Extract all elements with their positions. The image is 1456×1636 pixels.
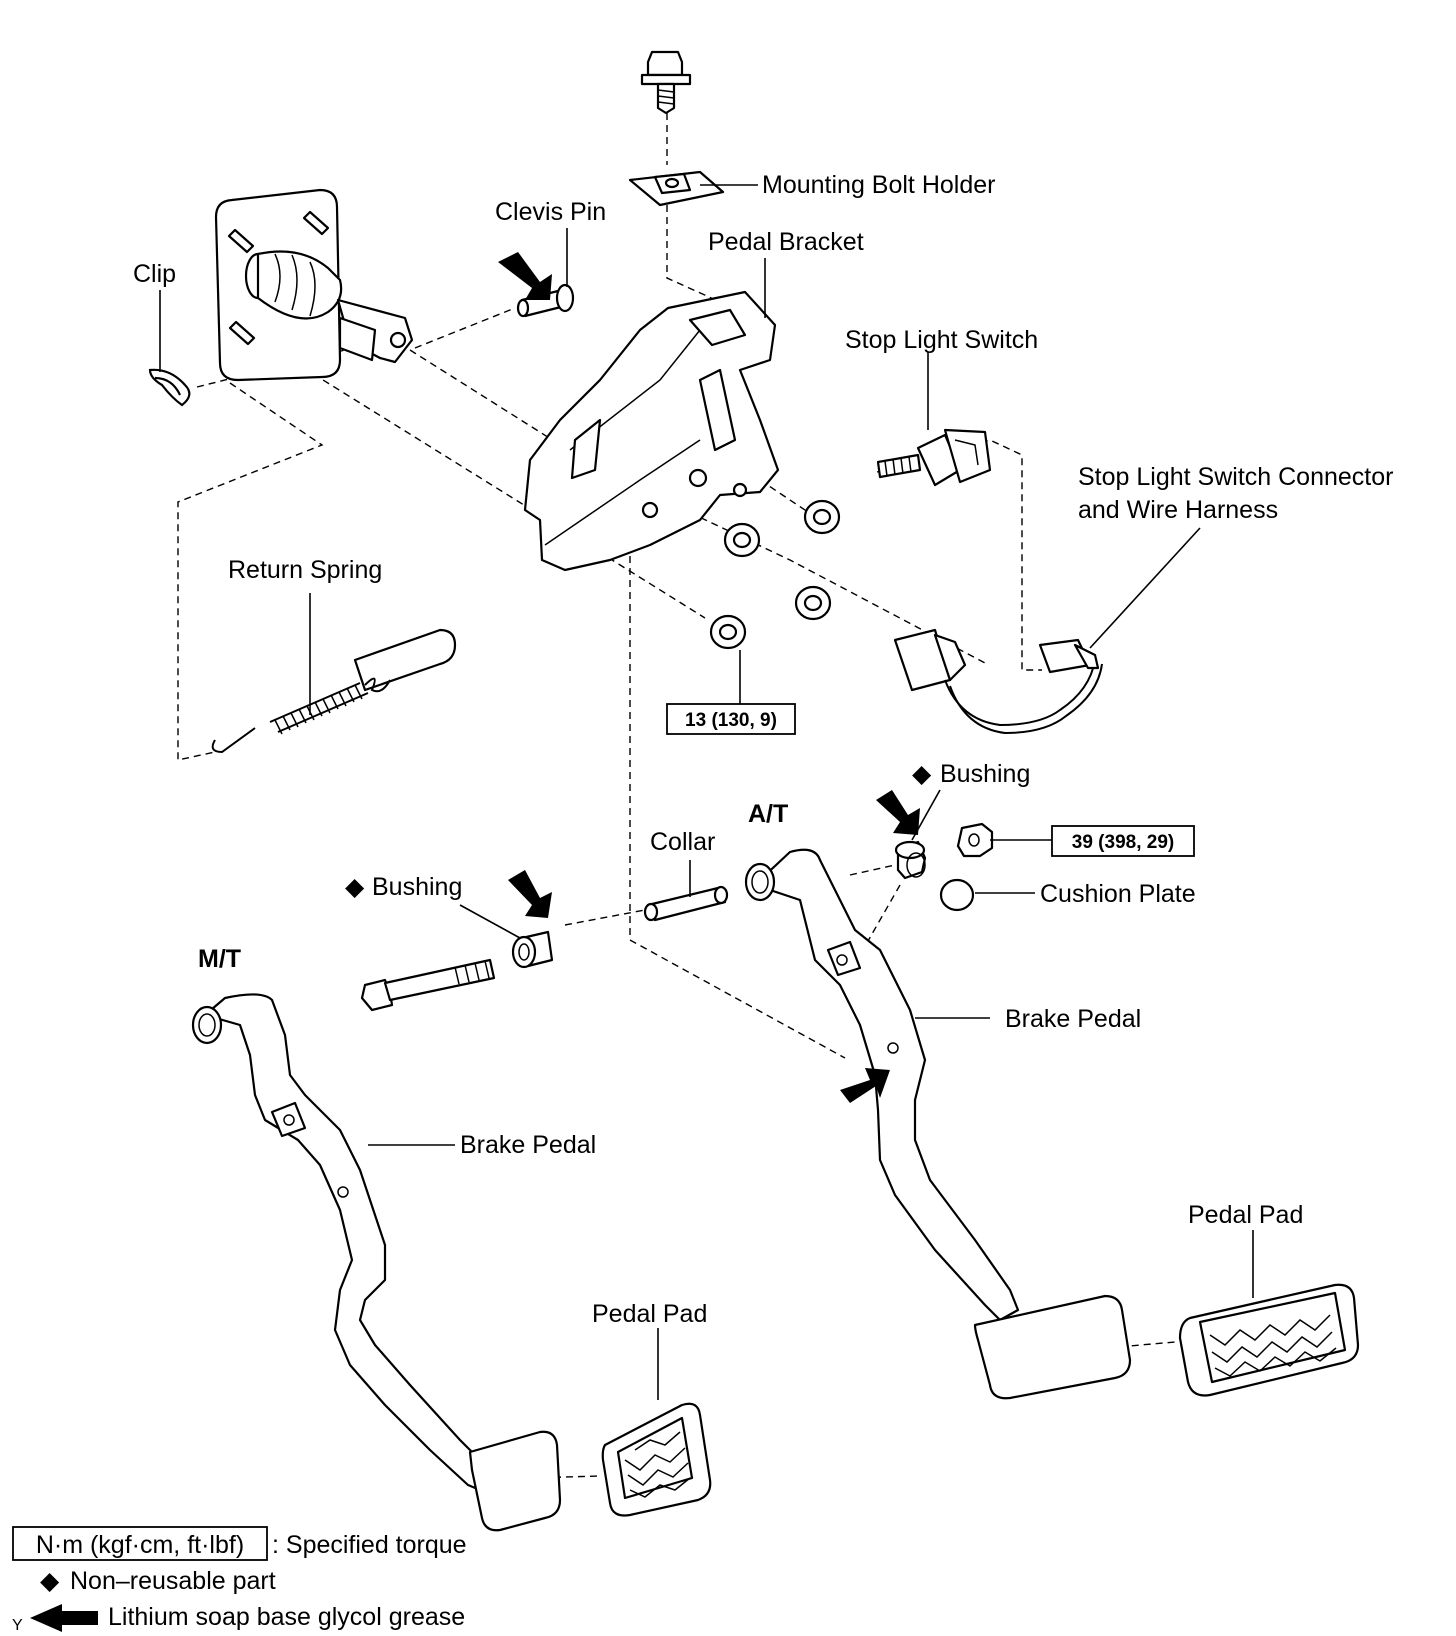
label-collar: Collar bbox=[650, 828, 715, 856]
torque-value: 13 (130, 9) bbox=[685, 710, 777, 731]
grease-arrow-bushing-left bbox=[508, 870, 552, 918]
label-pedal-pad-at: Pedal Pad bbox=[1188, 1201, 1303, 1229]
label-pedal-bracket: Pedal Bracket bbox=[708, 228, 864, 256]
legend-corner-mark: Y bbox=[12, 1617, 23, 1634]
diamond-symbol: ◆ bbox=[345, 873, 365, 901]
legend: N·m (kgf·cm, ft·lbf) : Specified torque … bbox=[12, 1526, 467, 1634]
grease-arrow-pedal-at bbox=[840, 1068, 890, 1103]
legend-torque-text: : Specified torque bbox=[272, 1531, 467, 1559]
label-clevis-pin: Clevis Pin bbox=[495, 198, 606, 226]
label-connector-line1: Stop Light Switch Connector bbox=[1078, 463, 1393, 491]
label-stop-light-switch: Stop Light Switch bbox=[845, 326, 1038, 354]
label-bushing-left: Bushing bbox=[372, 873, 462, 901]
grease-arrow-icon bbox=[30, 1604, 98, 1632]
connector-wire-harness bbox=[893, 628, 1103, 735]
label-mt: M/T bbox=[198, 945, 241, 973]
pivot-bolt bbox=[360, 958, 496, 1012]
return-spring bbox=[211, 628, 457, 754]
nut bbox=[709, 614, 747, 650]
label-brake-pedal-mt: Brake Pedal bbox=[460, 1131, 596, 1159]
brake-pedal-at bbox=[744, 848, 1132, 1400]
torque-value: 39 (398, 29) bbox=[1072, 832, 1174, 853]
label-bushing-right: Bushing bbox=[940, 760, 1030, 788]
mounting-bolt-holder bbox=[628, 170, 725, 207]
brake-pedal-mt bbox=[191, 993, 562, 1532]
pedal-pad-area-at bbox=[973, 1294, 1132, 1400]
torque-spec-bracket: 13 (130, 9) bbox=[666, 703, 796, 735]
pedal-pad-at bbox=[1178, 1283, 1360, 1397]
grease-arrow-clevis bbox=[498, 252, 552, 300]
bracket-nuts bbox=[709, 499, 841, 650]
spring-coil bbox=[269, 682, 369, 735]
grease-arrow-bushing-right bbox=[876, 790, 920, 835]
bushing-left bbox=[511, 930, 554, 969]
label-cushion-plate: Cushion Plate bbox=[1040, 880, 1196, 908]
master-cylinder-flange bbox=[214, 188, 414, 382]
mounting-bolt bbox=[640, 50, 692, 115]
diamond-symbol: ◆ bbox=[912, 760, 932, 788]
clevis-pin bbox=[516, 283, 575, 318]
pedal-pad-mt bbox=[601, 1402, 712, 1517]
clevis bbox=[336, 298, 414, 364]
torque-spec-pedal: 39 (398, 29) bbox=[1051, 825, 1195, 857]
diamond-symbol: ◆ bbox=[40, 1567, 60, 1595]
label-mounting-bolt-holder: Mounting Bolt Holder bbox=[762, 171, 995, 199]
part-labels: Mounting Bolt Holder Clevis Pin Pedal Br… bbox=[133, 171, 1393, 1328]
label-at: A/T bbox=[748, 800, 788, 828]
leader-lines bbox=[159, 184, 1254, 1400]
stop-light-switch bbox=[876, 428, 992, 487]
nut bbox=[794, 585, 832, 621]
cushion-plate bbox=[939, 878, 975, 912]
label-return-spring: Return Spring bbox=[228, 556, 382, 584]
nut bbox=[723, 522, 761, 558]
legend-grease: Lithium soap base glycol grease bbox=[108, 1603, 465, 1631]
label-clip: Clip bbox=[133, 260, 176, 288]
pedal-bracket bbox=[523, 290, 780, 572]
nut bbox=[803, 499, 841, 535]
bushing-right bbox=[894, 840, 927, 880]
pedal-pad-area-mt bbox=[468, 1430, 562, 1532]
legend-torque-unit: N·m (kgf·cm, ft·lbf) bbox=[36, 1531, 244, 1559]
label-connector-line2: and Wire Harness bbox=[1078, 496, 1278, 524]
flange-nut bbox=[956, 822, 1052, 858]
clip bbox=[148, 368, 191, 407]
push-rod-boot bbox=[244, 250, 343, 320]
legend-non-reusable: Non–reusable part bbox=[70, 1567, 276, 1595]
stud-bolt bbox=[227, 210, 330, 346]
label-pedal-pad-mt: Pedal Pad bbox=[592, 1300, 707, 1328]
collar bbox=[643, 885, 729, 922]
label-brake-pedal-at: Brake Pedal bbox=[1005, 1005, 1141, 1033]
